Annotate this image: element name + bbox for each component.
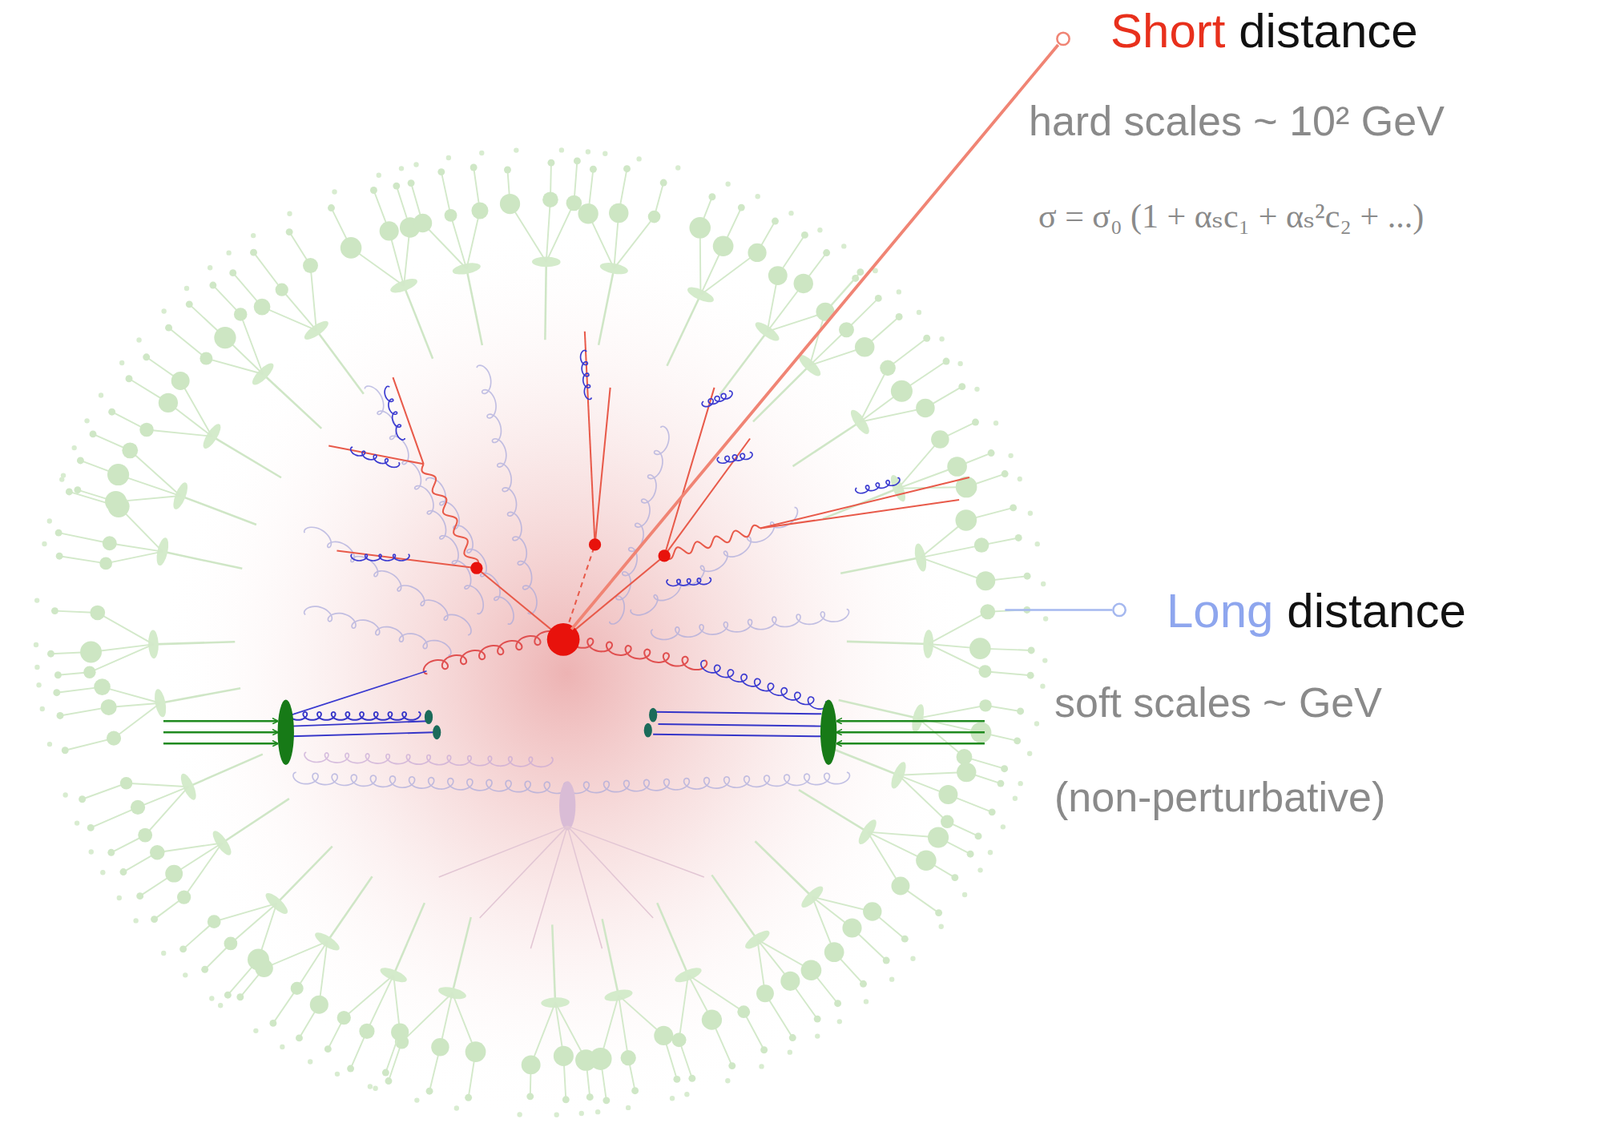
scale-heading: distance [1286, 583, 1466, 639]
soft-gluons [293, 365, 850, 794]
label-holder: soft scales ~ GeV [1054, 679, 1383, 728]
remnant-lines [439, 826, 705, 949]
scale-keyword: Short [1110, 3, 1226, 59]
cross-section-formula: σ = σ₀ (1 + αₛc₁ + αₛ²c₂ + ...) [1038, 197, 1424, 236]
label-holder: hard scales ~ 10² GeV [1028, 97, 1445, 146]
remnant-blob [559, 781, 576, 831]
scale-keyword: Long [1166, 583, 1274, 639]
scale-note: (non-perturbative) [1054, 773, 1386, 823]
label-holder: Short [1110, 3, 1226, 59]
label-holder: distance [1238, 3, 1418, 59]
hadron-trees [33, 147, 1048, 1118]
scale-note: soft scales ~ GeV [1054, 679, 1383, 728]
scale-note: hard scales ~ 10² GeV [1028, 97, 1445, 146]
label-holder: distance [1286, 583, 1466, 639]
scale-heading: distance [1238, 3, 1418, 59]
label-holder: (non-perturbative) [1054, 773, 1386, 823]
label-holder: Long [1166, 583, 1274, 639]
proton-beams [163, 699, 985, 765]
hard-process [328, 331, 970, 674]
hard-glow [158, 224, 976, 1123]
vertex-dots [470, 538, 671, 656]
label-holder: σ = σ₀ (1 + αₛc₁ + αₛ²c₂ + ...) [1038, 197, 1424, 236]
shower-gluons [287, 350, 900, 716]
